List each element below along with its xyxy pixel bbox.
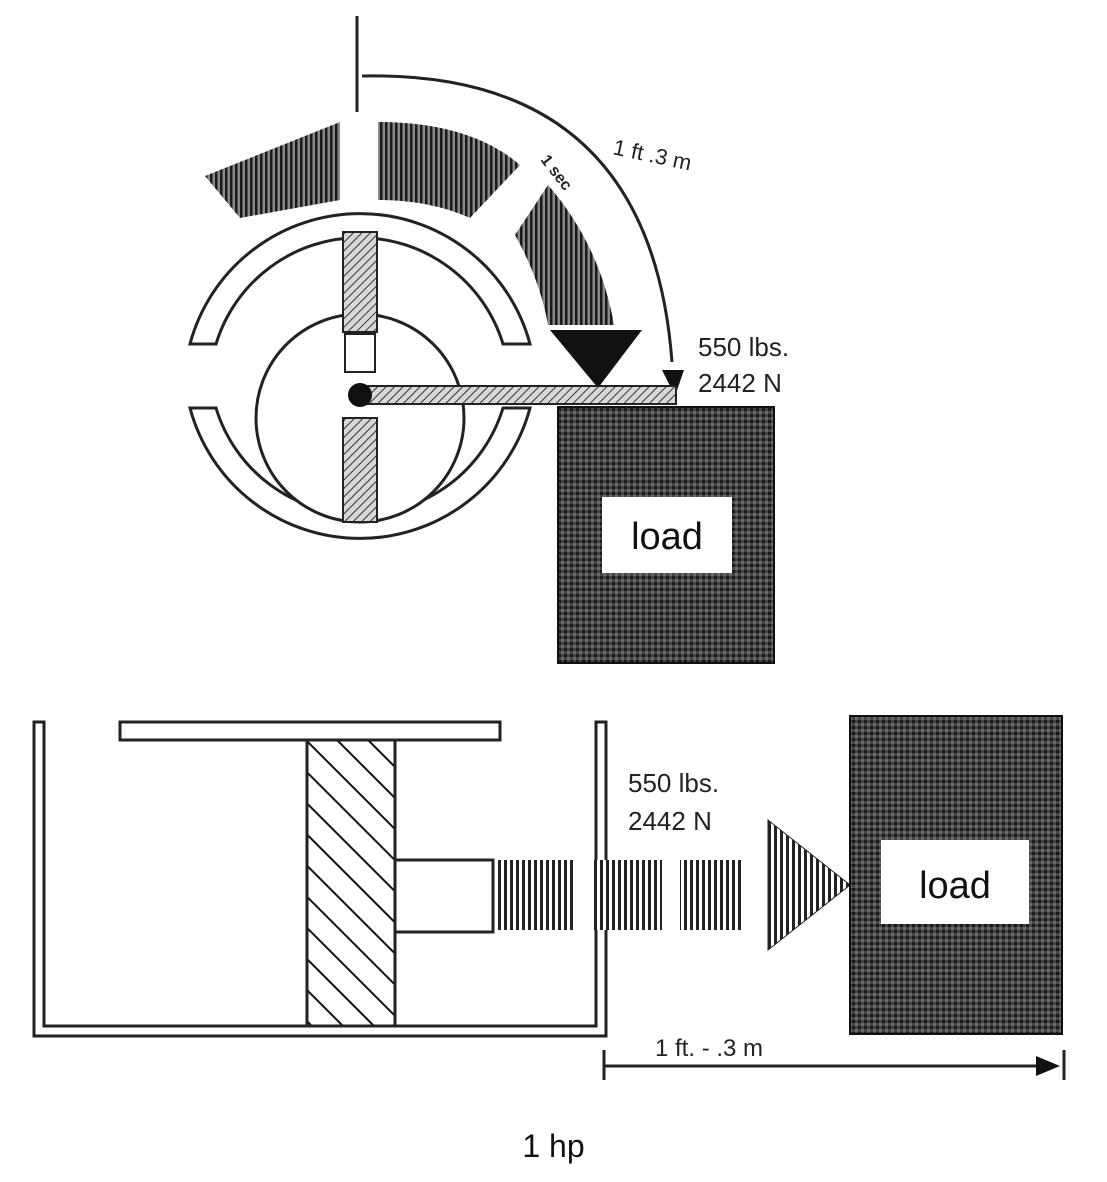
caption-power: 1 hp	[522, 1128, 585, 1164]
piston-rod	[393, 858, 495, 934]
linear-force-lbs-label: 550 lbs.	[628, 768, 719, 798]
linear-force-n-label: 2442 N	[628, 806, 712, 836]
radius-label: 1 ft .3 m	[611, 134, 694, 175]
rotor-spoke	[342, 417, 378, 523]
motion-stripes	[496, 860, 576, 930]
cylinder-housing	[32, 720, 608, 1038]
distance-arrowhead	[1036, 1056, 1060, 1076]
distance-label: 1 ft. - .3 m	[655, 1035, 763, 1062]
motion-arrowhead	[550, 330, 642, 388]
motion-stripes	[680, 860, 742, 930]
load-label: load	[631, 516, 703, 558]
force-arrowhead	[767, 818, 851, 952]
motion-arc-segment	[205, 122, 340, 218]
linear-diagram: 550 lbs. 2442 N load 1 ft. - .3 m	[32, 715, 1066, 1080]
lever-arm	[357, 385, 677, 405]
rotor-spoke	[342, 231, 378, 333]
motion-stripes	[592, 860, 662, 930]
rotary-diagram: 1 ft .3 m 1 sec 550 lbs. 2442 N load	[188, 16, 789, 664]
time-label: 1 sec	[537, 152, 575, 194]
piston	[305, 738, 397, 1028]
load-label: load	[919, 865, 991, 907]
force-lbs-label: 550 lbs.	[698, 332, 789, 362]
rotor-spoke-window	[344, 333, 376, 373]
outer-ring	[188, 212, 532, 346]
motion-arc-segment	[515, 185, 614, 325]
rotation-arrowhead	[662, 370, 684, 396]
force-n-label: 2442 N	[698, 368, 782, 398]
motion-arc-segment	[378, 122, 520, 218]
top-plate	[118, 720, 502, 742]
load-label-box	[881, 840, 1029, 924]
rotation-arc-arrow	[361, 74, 674, 363]
pivot-point	[348, 383, 372, 407]
load-label-box	[602, 497, 732, 573]
